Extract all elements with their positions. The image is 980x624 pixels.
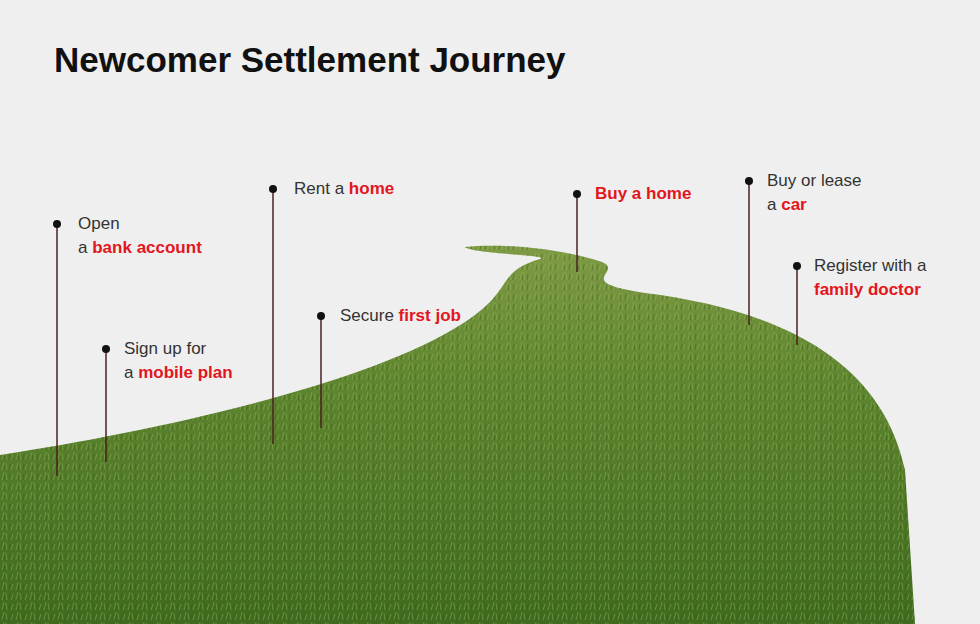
- label-highlight: first job: [399, 306, 461, 325]
- pin-dots: [53, 177, 801, 353]
- label-highlight: car: [781, 195, 807, 214]
- grass-texture: [0, 246, 915, 624]
- label-highlight: mobile plan: [138, 363, 232, 382]
- label-text: Rent a: [294, 179, 349, 198]
- label-highlight: bank account: [92, 238, 202, 257]
- milestone-label: Sign up for a mobile plan: [124, 337, 233, 385]
- milestone-label: Buy or lease a car: [767, 169, 862, 217]
- label-text: Register with a: [814, 256, 926, 275]
- label-text: Buy or lease a: [767, 171, 862, 214]
- milestone-label: Rent a home: [294, 177, 394, 201]
- grass-path: [0, 246, 915, 624]
- milestone-label: Register with a family doctor: [814, 254, 926, 302]
- milestone-label: Buy a home: [595, 182, 691, 206]
- label-text: Secure: [340, 306, 399, 325]
- label-highlight: home: [349, 179, 394, 198]
- label-highlight: Buy a home: [595, 184, 691, 203]
- diagram-title: Newcomer Settlement Journey: [54, 40, 566, 80]
- label-highlight: family doctor: [814, 280, 921, 299]
- leader-lines: [57, 181, 797, 476]
- milestone-label: Open a bank account: [78, 212, 202, 260]
- milestone-label: Secure first job: [340, 304, 461, 328]
